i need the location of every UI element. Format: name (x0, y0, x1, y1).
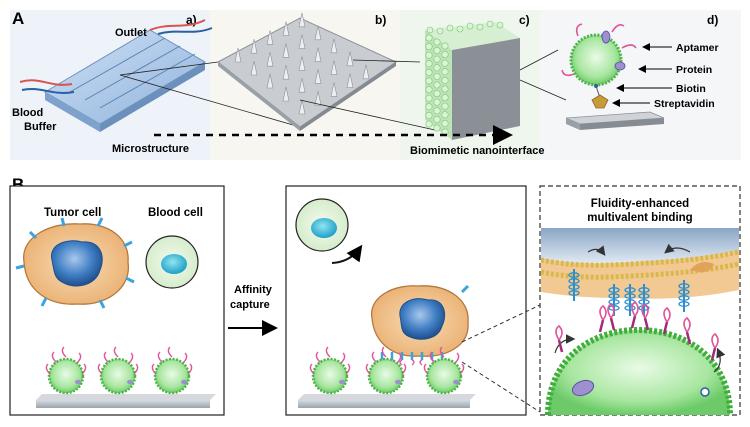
sub-label-b: b) (375, 13, 386, 27)
rotate-arrow-right (713, 347, 726, 373)
departure-arrow (331, 244, 363, 264)
captured-tumor-cell (371, 284, 470, 357)
streptavidin-icon (591, 94, 609, 109)
legend-streptavidin: Streptavidin (654, 98, 715, 110)
aptamers-zoom (555, 300, 719, 361)
zoom-line-ab (119, 61, 219, 76)
departing-blood-cell (295, 198, 349, 252)
functional-vesicle (561, 23, 665, 130)
blood-label: Blood (12, 107, 43, 119)
legend-arrows (612, 43, 672, 107)
microstructure-array (217, 17, 398, 131)
sub-label-c: c) (519, 13, 530, 27)
zoom-line-bc-2 (299, 99, 436, 131)
tumor-cell-label: Tumor cell (44, 207, 101, 219)
tumor-cell (23, 223, 129, 305)
sub-label-a: a) (186, 13, 197, 27)
capture-label: capture (230, 299, 270, 311)
vesicle-row-2 (309, 346, 465, 395)
microstructure-label: Microstructure (112, 143, 189, 155)
substrate-bar-2 (298, 394, 476, 408)
inset-title-2: multivalent binding (587, 212, 692, 224)
vesicle-row-1 (45, 346, 193, 395)
zoom-line-cd (519, 49, 559, 71)
flow-arrow-left (587, 245, 606, 256)
microfluidic-chip (19, 19, 213, 132)
vesicle-zoom (545, 326, 733, 416)
affinity-label: Affinity (234, 284, 273, 296)
rotate-arrow-left (554, 334, 576, 354)
nano-beads (425, 20, 504, 136)
inset-title-1: Fluidity-enhanced (591, 198, 689, 210)
legend-aptamer: Aptamer (676, 42, 719, 54)
outlet-label: Outlet (115, 27, 147, 39)
sub-label-d: d) (707, 13, 718, 27)
panel-a-d-background (540, 10, 741, 160)
zoom-line-bc (352, 59, 421, 63)
blood-cell (145, 235, 199, 289)
panel-a-letter: A (12, 9, 24, 28)
legend-protein: Protein (676, 64, 712, 76)
blood-cell-label: Blood cell (148, 207, 203, 219)
legend-biotin: Biotin (676, 83, 706, 95)
zoom-dash-bottom (461, 361, 541, 413)
micro-pillars (234, 12, 370, 115)
zoom-line-cd-2 (519, 79, 567, 101)
zoom-line-ab-2 (119, 74, 301, 128)
nanointerface-label: Biomimetic nanointerface (410, 145, 544, 157)
zoom-dash-top (461, 304, 541, 343)
buffer-label: Buffer (24, 121, 57, 133)
substrate-bar-1 (36, 394, 216, 408)
flow-arrow-right (664, 243, 691, 254)
tumor-receptors (15, 217, 135, 309)
